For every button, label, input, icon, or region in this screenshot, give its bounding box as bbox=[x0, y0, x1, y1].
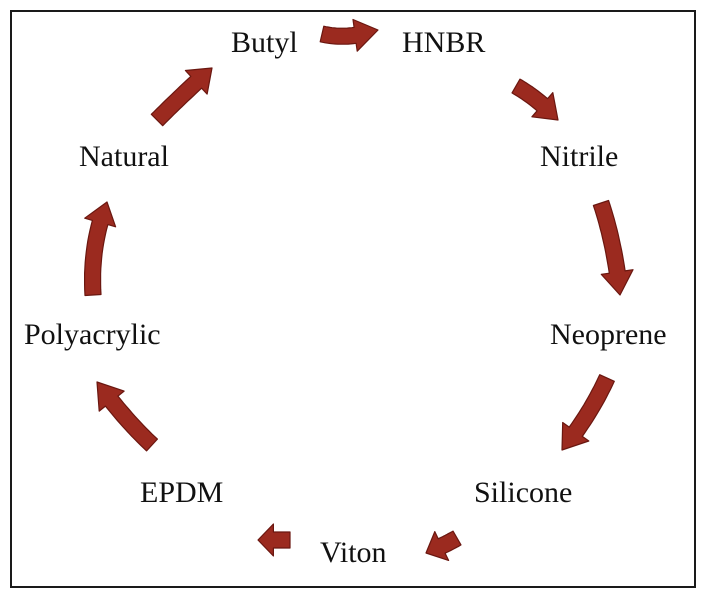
arrow-neoprene-to-silicone bbox=[561, 374, 615, 451]
arrow-hnbr-to-nitrile bbox=[511, 78, 559, 121]
node-hnbr: HNBR bbox=[402, 26, 486, 59]
arrow-epdm-to-polyacrylic bbox=[96, 381, 158, 452]
node-epdm: EPDM bbox=[140, 476, 224, 509]
node-viton: Viton bbox=[320, 536, 387, 569]
node-butyl: Butyl bbox=[231, 26, 298, 59]
node-silicone: Silicone bbox=[474, 476, 573, 509]
node-polyacrylic: Polyacrylic bbox=[24, 318, 161, 351]
node-natural: Natural bbox=[79, 140, 169, 173]
arrow-polyacrylic-to-natural bbox=[84, 201, 117, 297]
node-neoprene: Neoprene bbox=[550, 318, 667, 351]
arrow-nitrile-to-neoprene bbox=[592, 199, 634, 296]
diagram-frame bbox=[10, 10, 696, 588]
arrow-butyl-to-hnbr bbox=[319, 18, 379, 52]
node-nitrile: Nitrile bbox=[540, 140, 619, 173]
arrow-viton-to-epdm bbox=[257, 523, 291, 557]
arrow-silicone-to-viton bbox=[425, 530, 462, 561]
arrow-natural-to-butyl bbox=[150, 67, 213, 127]
